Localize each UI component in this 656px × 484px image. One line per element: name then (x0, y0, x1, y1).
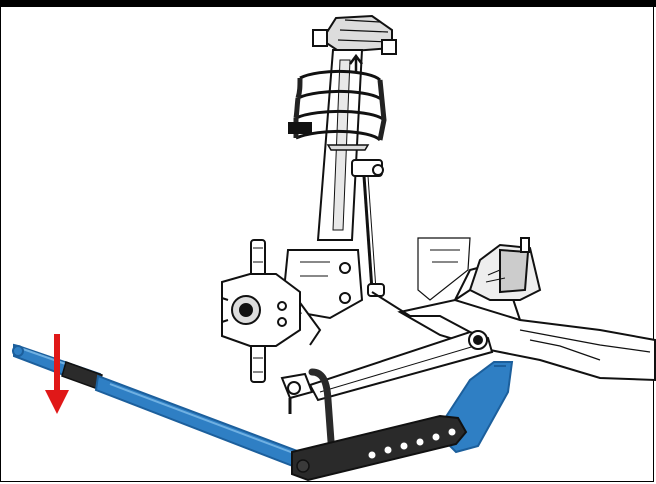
red-down-arrow (45, 334, 69, 414)
top-border-bar (0, 0, 656, 7)
lower-control-arm (308, 291, 494, 402)
u-hook (308, 368, 336, 459)
wheel-hub (221, 239, 301, 383)
sway-link (351, 159, 385, 297)
coil-spring (288, 70, 387, 151)
holed-bracket-plate (291, 414, 468, 482)
steering-gear (417, 237, 542, 301)
tie-rod (280, 372, 314, 414)
steering-knuckle (282, 249, 364, 346)
